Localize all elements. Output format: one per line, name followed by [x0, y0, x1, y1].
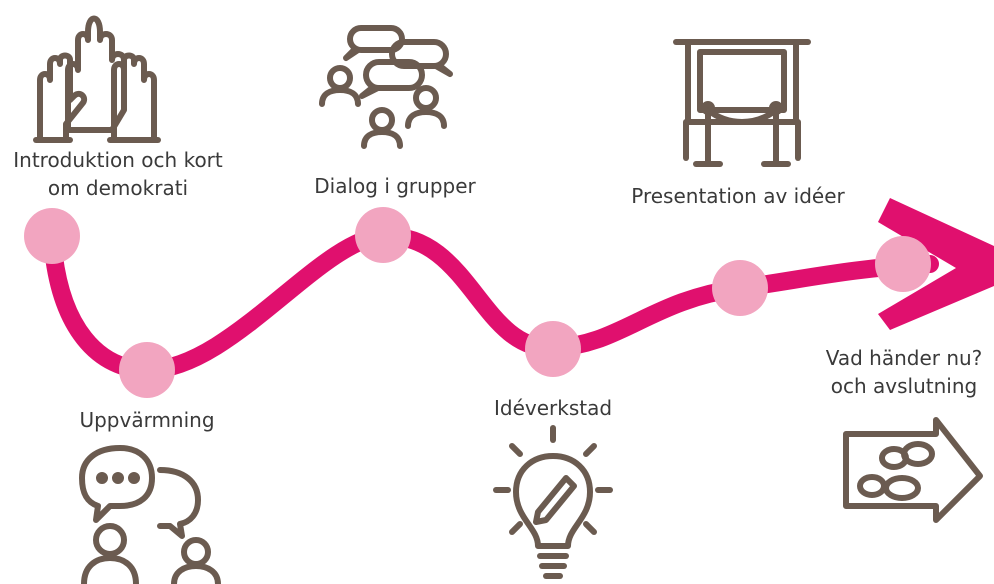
footsteps-sign-icon [843, 417, 983, 523]
step-label-warmup-line1: Uppvärmning [79, 408, 215, 432]
group-dialog-icon [319, 25, 453, 149]
step-label-next-steps-line1: Vad händer nu? [825, 346, 983, 370]
conversation-icon [79, 445, 221, 584]
step-label-idea-workshop: Idéverkstad [494, 394, 612, 422]
raised-hands-icon [33, 15, 161, 143]
stage-exhibit-icon [673, 39, 811, 167]
step-dot-5 [712, 260, 768, 316]
step-label-introduction-line1: Introduktion och kort [13, 148, 223, 172]
step-label-next-steps-line2: och avslutning [830, 374, 978, 398]
timeline-path [43, 226, 939, 379]
step-label-idea-workshop-line1: Idéverkstad [493, 396, 613, 420]
step-dot-3 [355, 207, 411, 263]
step-label-warmup: Uppvärmning [79, 406, 214, 434]
step-dot-4 [525, 321, 581, 377]
step-dot-6 [875, 236, 931, 292]
step-label-introduction-line2: om demokrati [47, 176, 189, 200]
step-dot-1 [24, 208, 80, 264]
step-dot-2 [119, 342, 175, 398]
lightbulb-pencil-icon [493, 425, 613, 579]
timeline-arrow-head [878, 198, 994, 330]
step-label-presentation-line1: Presentation av idéer [631, 184, 845, 208]
step-label-next-steps: Vad händer nu? och avslutning [826, 344, 983, 400]
step-label-presentation: Presentation av idéer [631, 182, 845, 210]
step-label-dialog-line1: Dialog i grupper [314, 174, 476, 198]
step-label-dialog: Dialog i grupper [314, 172, 475, 200]
step-label-introduction: Introduktion och kort om demokrati [13, 146, 223, 202]
